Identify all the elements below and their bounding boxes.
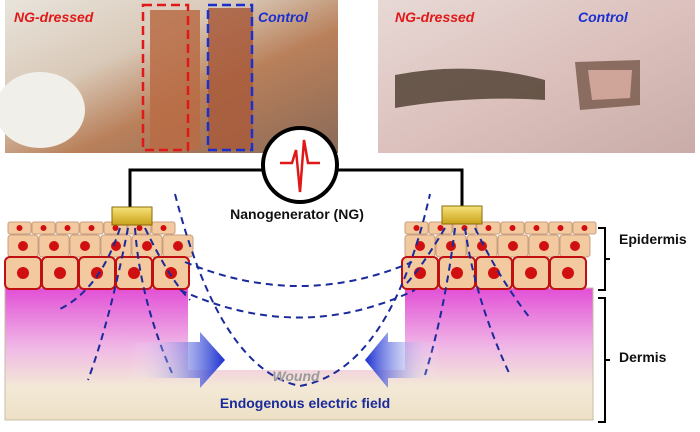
cell-nucleus xyxy=(446,241,456,251)
cell-nucleus xyxy=(451,267,463,279)
photo-wound-result: NG-dressed Control xyxy=(378,0,695,153)
photo-rat-dressing: NG-dressed Control xyxy=(0,0,338,153)
epidermis-cells xyxy=(4,221,597,290)
cell-nucleus xyxy=(16,225,23,231)
epidermis-label: Epidermis xyxy=(619,231,687,247)
ng-dressed-label: NG-dressed xyxy=(395,9,475,25)
cell-nucleus xyxy=(570,241,580,251)
ng-dressed-region-box xyxy=(141,3,190,152)
cell-nucleus xyxy=(437,225,444,231)
nanogenerator-label: Nanogenerator (NG) xyxy=(230,206,364,222)
control-label: Control xyxy=(258,9,309,25)
cell-nucleus xyxy=(165,267,177,279)
epidermis-bracket xyxy=(598,227,610,291)
cell-nucleus xyxy=(80,241,90,251)
cell-nucleus xyxy=(562,267,574,279)
cell-nucleus xyxy=(18,241,28,251)
right-arrow-icon xyxy=(130,332,225,388)
cell-nucleus xyxy=(112,225,119,231)
cell-nucleus xyxy=(477,241,487,251)
cell-nucleus xyxy=(136,225,143,231)
cell-nucleus xyxy=(508,241,518,251)
cell-nucleus xyxy=(54,267,66,279)
wound-label: Wound xyxy=(272,368,320,384)
cell-nucleus xyxy=(49,241,59,251)
cell-nucleus xyxy=(17,267,29,279)
field-label: Endogenous electric field xyxy=(220,395,390,411)
control-label: Control xyxy=(578,9,629,25)
dermis-bracket xyxy=(598,297,610,423)
ng-dressed-label: NG-dressed xyxy=(14,9,94,25)
cell-nucleus xyxy=(111,241,121,251)
left-electrode xyxy=(111,206,153,226)
cell-nucleus xyxy=(142,241,152,251)
cell-nucleus xyxy=(91,267,103,279)
cell-nucleus xyxy=(485,225,492,231)
cell-nucleus xyxy=(539,241,549,251)
right-electrode xyxy=(441,205,483,225)
cell-nucleus xyxy=(488,267,500,279)
cell-nucleus xyxy=(525,267,537,279)
pulse-signal-icon xyxy=(280,139,320,193)
cell-nucleus xyxy=(557,225,564,231)
cell-nucleus xyxy=(160,225,167,231)
cell-nucleus xyxy=(88,225,95,231)
wound-gap xyxy=(188,222,405,370)
control-region-box xyxy=(206,3,254,152)
circuit-wire xyxy=(128,168,464,210)
dermis-label: Dermis xyxy=(619,349,667,365)
cell-nucleus xyxy=(581,225,588,231)
cell-nucleus xyxy=(509,225,516,231)
cell-nucleus xyxy=(40,225,47,231)
cell-nucleus xyxy=(533,225,540,231)
left-arrow-icon xyxy=(365,332,440,388)
cell-nucleus xyxy=(128,267,140,279)
cell-nucleus xyxy=(413,225,420,231)
cell-nucleus xyxy=(173,241,183,251)
cell-nucleus xyxy=(64,225,71,231)
nanogenerator-symbol xyxy=(261,126,339,204)
